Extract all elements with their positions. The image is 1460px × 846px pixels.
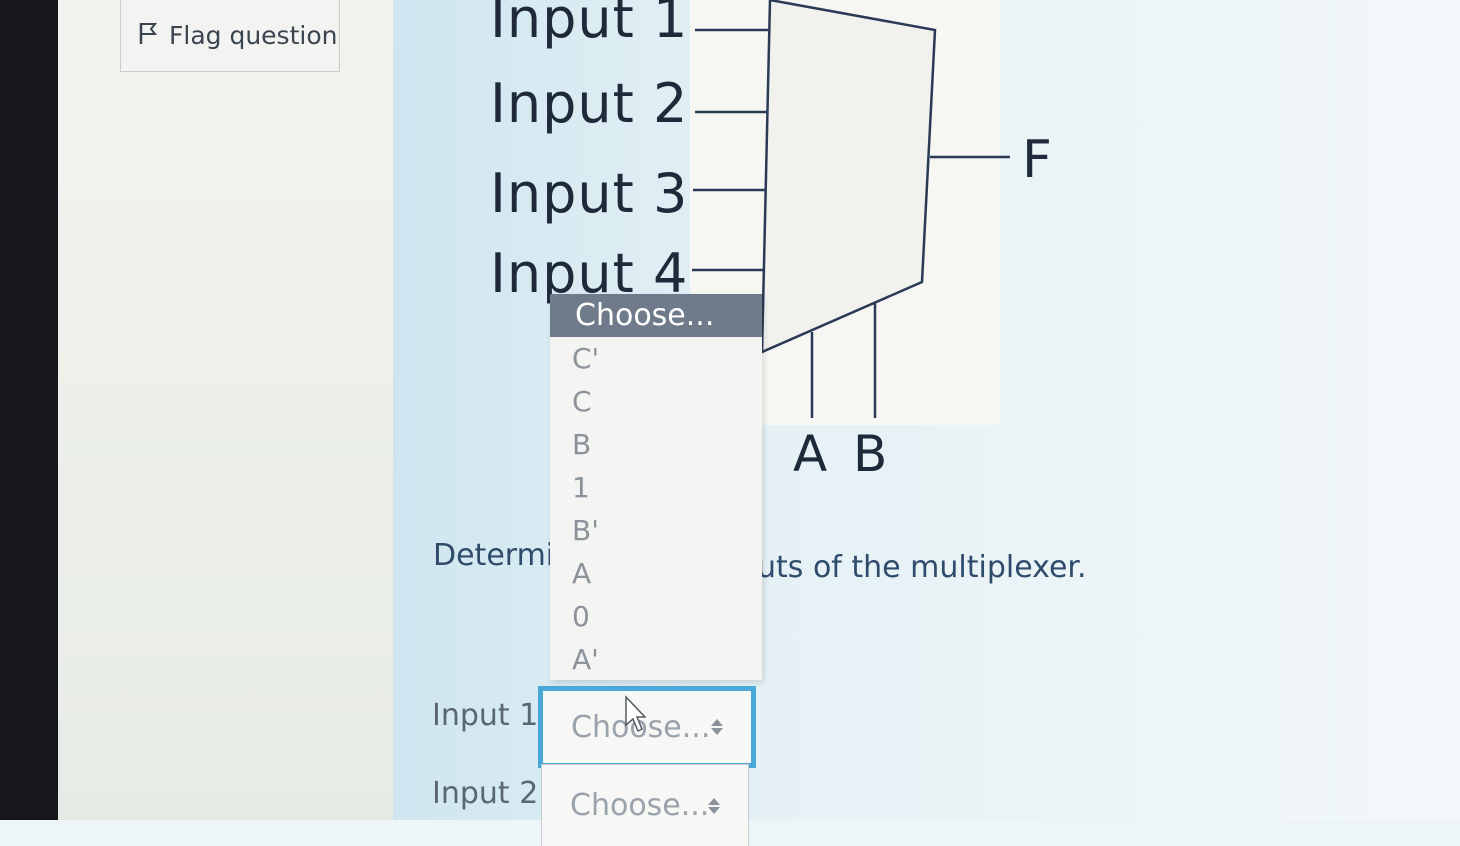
diagram-input-2-label: Input 2: [490, 72, 689, 135]
select-arrows-icon: [708, 797, 720, 814]
flag-question-label: Flag question: [169, 21, 338, 50]
quiz-nav-panel: [58, 0, 393, 820]
diagram-select-a-label: A: [793, 425, 828, 483]
dropdown-option[interactable]: B: [572, 428, 592, 461]
question-text-end: uts of the multiplexer.: [757, 550, 1087, 585]
input-2-select[interactable]: Choose...: [541, 764, 749, 846]
diagram-output-label: F: [1022, 130, 1052, 190]
diagram-input-1-label: Input 1: [490, 0, 689, 50]
input-1-dropdown-list: Choose... C' C B 1 B' A 0 A': [550, 294, 762, 680]
dropdown-option[interactable]: 0: [572, 600, 590, 633]
dropdown-option-choose[interactable]: Choose...: [550, 294, 762, 337]
dropdown-option[interactable]: A': [572, 643, 599, 676]
answer-label-input-1: Input 1: [432, 698, 539, 733]
diagram-input-4-label: Input 4: [490, 242, 689, 305]
diagram-select-b-label: B: [853, 425, 888, 483]
select-arrows-icon: [711, 719, 723, 735]
question-text-start: Determi: [433, 538, 555, 573]
dropdown-option[interactable]: C': [572, 342, 600, 375]
input-1-select[interactable]: Choose...: [538, 686, 756, 768]
dropdown-option[interactable]: B': [572, 514, 599, 547]
diagram-input-3-label: Input 3: [490, 162, 689, 225]
mouse-cursor-icon: [625, 695, 646, 733]
flag-icon: [137, 21, 159, 51]
flag-question-button[interactable]: Flag question: [120, 0, 340, 72]
input-2-select-value: Choose...: [570, 788, 710, 823]
answer-label-input-2: Input 2: [432, 776, 539, 811]
dropdown-option[interactable]: C: [572, 385, 592, 418]
dropdown-option[interactable]: 1: [572, 471, 590, 504]
dropdown-option[interactable]: A: [572, 557, 592, 590]
screen-bezel: [0, 0, 58, 820]
